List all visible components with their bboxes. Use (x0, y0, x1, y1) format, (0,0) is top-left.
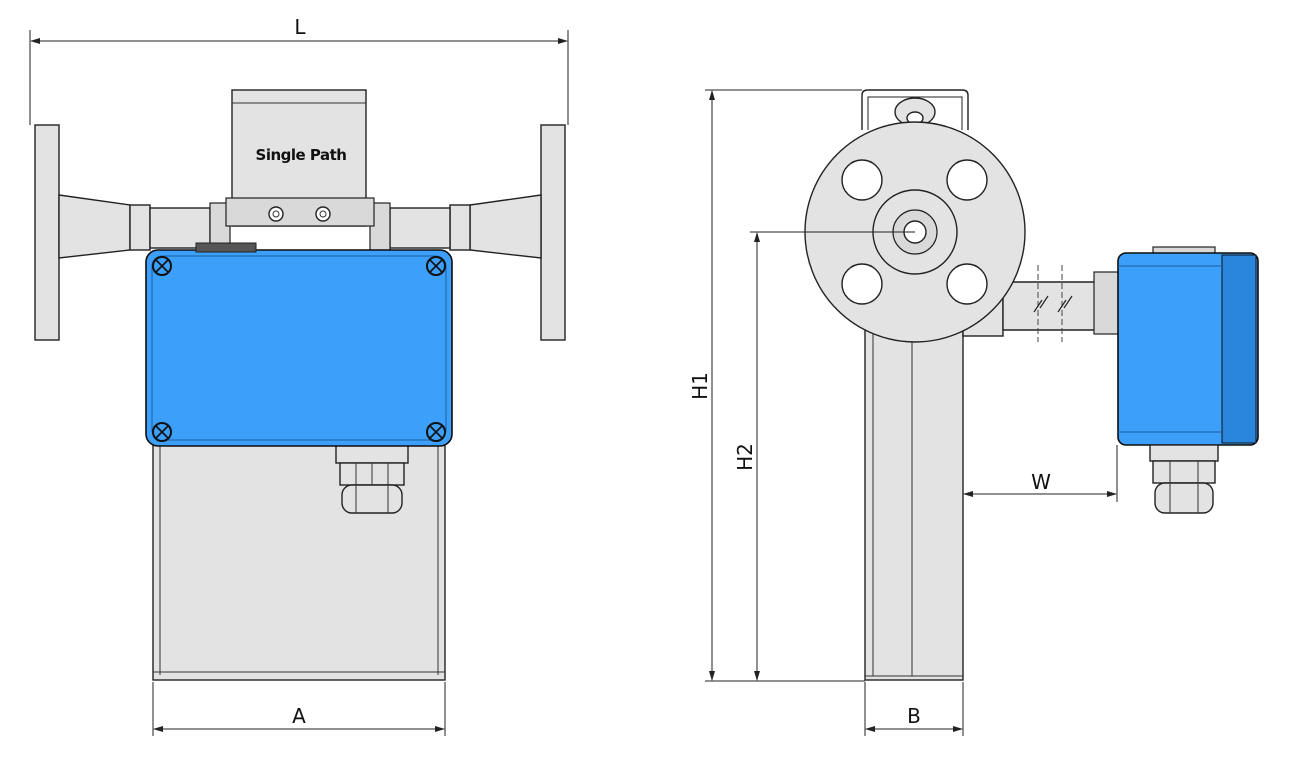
electronics-housing (145, 249, 453, 447)
sensor-base (225, 197, 375, 227)
bolt-hole-br (946, 263, 988, 305)
sensor-screw-right (315, 206, 331, 222)
front-view: Single Path (29, 15, 569, 736)
support-post (864, 299, 964, 681)
left-pipe-body (149, 207, 211, 249)
dim-label-b: B (907, 704, 921, 728)
right-cone (469, 194, 542, 259)
cable-gland-side (1149, 444, 1219, 514)
right-pipe (449, 204, 471, 251)
sensor-screw-left (268, 206, 284, 222)
connecting-arm (1002, 281, 1103, 331)
dim-label-h1: H1 (688, 372, 712, 400)
dim-label-a: A (292, 704, 306, 728)
dim-label-l: L (294, 15, 306, 39)
housing-tab (195, 242, 257, 253)
side-view: H1 H2 W B (688, 89, 1259, 736)
cable-entry (1093, 271, 1121, 335)
right-pipe-body (389, 207, 451, 249)
dim-label-h2: H2 (733, 443, 757, 471)
dim-label-w: W (1031, 470, 1051, 494)
bolt-hole-tr (946, 159, 988, 201)
left-flange (34, 124, 60, 341)
cable-gland-front (335, 444, 409, 514)
bolt-hole-tl (841, 159, 883, 201)
left-pipe (129, 204, 151, 251)
right-flange (540, 124, 566, 341)
left-cone (58, 194, 131, 259)
sensor-label: Single Path (256, 146, 347, 164)
bolt-hole-bl (841, 263, 883, 305)
housing-screws (152, 256, 446, 442)
